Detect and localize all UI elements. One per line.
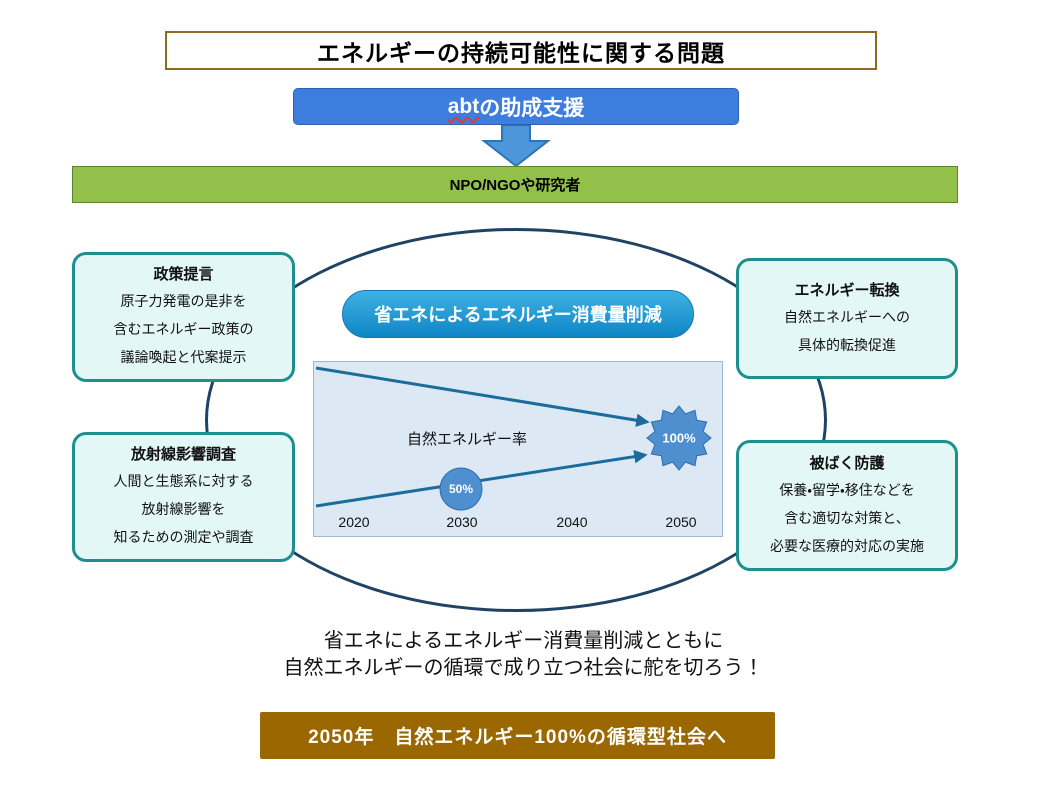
box-energy-transition: エネルギー転換 自然エネルギーへの 具体的転換促進 <box>736 258 958 379</box>
actors-label: NPO/NGOや研究者 <box>449 177 581 194</box>
goal-label: 2050年 自然エネルギー100%の循環型社会へ <box>308 727 727 748</box>
down-arrow-shape <box>481 125 551 167</box>
page-title-box: エネルギーの持続可能性に関する問題 <box>165 31 877 70</box>
pill-label: 省エネによるエネルギー消費量削減 <box>374 305 662 325</box>
box-title: エネルギー転換 <box>794 281 900 299</box>
message-line-2: 自然エネルギーの循環で成り立つ社会に舵を切ろう！ <box>283 657 764 679</box>
box-line: 人間と生態系に対する <box>113 473 254 489</box>
funder-label-rest: の助成支援 <box>479 96 585 120</box>
box-line: 含むエネルギー政策の <box>113 321 254 337</box>
box-policy-proposal: 政策提言 原子力発電の是非を 含むエネルギー政策の 議論喚起と代案提示 <box>72 252 295 382</box>
circle-50-marker <box>439 467 483 511</box>
box-line: 保養・留学・移住などを <box>779 481 915 498</box>
box-line: 必要な医療的対応の実施 <box>770 537 924 554</box>
message-line-1: 省エネによるエネルギー消費量削減とともに <box>323 630 724 652</box>
chart-series-label: 自然エネルギー率 <box>407 431 527 448</box>
box-line: 議論喚起と代案提示 <box>120 349 247 365</box>
starburst-100-marker <box>646 405 712 471</box>
box-radiation-survey: 放射線影響調査 人間と生態系に対する 放射線影響を 知るための測定や調査 <box>72 432 295 562</box>
actors-bar: NPO/NGOや研究者 <box>72 166 958 203</box>
trend-chart-svg: 100% 50% 自然エネルギー率 2020 2030 2040 2050 <box>315 366 712 530</box>
trend-line-upper <box>315 366 650 427</box>
box-line: 具体的転換促進 <box>798 336 896 353</box>
energy-saving-pill: 省エネによるエネルギー消費量削減 <box>342 290 694 338</box>
cycle-ellipse <box>205 228 827 612</box>
funder-name-highlight: abt <box>447 94 480 118</box>
year-tick-2030: 2030 <box>446 514 477 530</box>
page-title: エネルギーの持続可能性に関する問題 <box>317 39 725 66</box>
goal-banner: 2050年 自然エネルギー100%の循環型社会へ <box>260 712 775 759</box>
year-tick-2040: 2040 <box>556 514 587 530</box>
box-title: 政策提言 <box>153 266 214 283</box>
box-line: 含む適切な対策と、 <box>784 509 910 526</box>
box-line: 知るための測定や調査 <box>113 529 254 545</box>
box-title: 放射線影響調査 <box>130 446 236 463</box>
down-arrow-icon <box>481 125 551 167</box>
trend-chart: 100% 50% 自然エネルギー率 2020 2030 2040 2050 <box>313 361 723 537</box>
percent-50-label: 50% <box>449 482 473 496</box>
closing-message: 省エネによるエネルギー消費量削減とともに 自然エネルギーの循環で成り立つ社会に舵… <box>0 628 1047 682</box>
box-line: 原子力発電の是非を <box>120 293 247 309</box>
box-title: 被ばく防護 <box>809 454 885 472</box>
box-line: 放射線影響を <box>141 501 226 517</box>
percent-100-label: 100% <box>662 431 696 446</box>
year-tick-2050: 2050 <box>665 514 696 530</box>
box-exposure-protection: 被ばく防護 保養・留学・移住などを 含む適切な対策と、 必要な医療的対応の実施 <box>736 440 958 571</box>
box-line: 自然エネルギーへの <box>784 308 910 325</box>
year-tick-2020: 2020 <box>338 514 369 530</box>
